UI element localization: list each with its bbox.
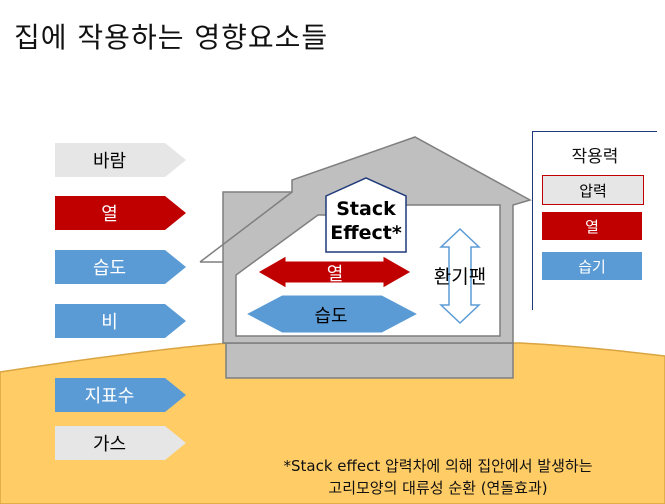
stack-effect-label: Stack Effect* bbox=[326, 197, 406, 245]
factor-label: 지표수 bbox=[84, 386, 135, 407]
factor-label: 바람 bbox=[92, 151, 127, 172]
factor-arrow: 바람 bbox=[55, 143, 186, 177]
factor-arrow: 가스 bbox=[55, 426, 186, 460]
legend-item-label: 습기 bbox=[578, 257, 606, 276]
legend-title: 작용력 bbox=[571, 147, 619, 167]
legend-item: 열 bbox=[542, 212, 642, 240]
house-foundation bbox=[225, 342, 514, 379]
legend-item: 압력 bbox=[542, 175, 644, 205]
legend-item: 습기 bbox=[542, 252, 642, 280]
stack-effect-line2: Effect* bbox=[330, 222, 402, 244]
footnote-line2: 고리모양의 대류성 순환 (연돌효과) bbox=[328, 479, 548, 497]
factor-arrow: 습도 bbox=[55, 250, 186, 284]
humidity-arrow bbox=[244, 294, 420, 334]
footnote: *Stack effect 압력차에 의해 집안에서 발생하는 고리모양의 대류… bbox=[228, 455, 648, 499]
factor-arrow: 비 bbox=[55, 304, 186, 338]
stack-effect-shape bbox=[325, 177, 407, 253]
roof-eave bbox=[199, 191, 293, 263]
fan-arrow bbox=[439, 227, 481, 325]
heat-label: 열 bbox=[326, 264, 344, 285]
heat-arrow bbox=[256, 255, 413, 289]
factor-label: 가스 bbox=[92, 434, 127, 455]
legend-item-label: 열 bbox=[585, 217, 599, 236]
factor-arrow: 지표수 bbox=[55, 378, 186, 412]
factor-label: 열 bbox=[101, 204, 118, 225]
footnote-line1: *Stack effect 압력차에 의해 집안에서 발생하는 bbox=[283, 457, 593, 475]
fan-label: 환기팬 bbox=[433, 266, 487, 288]
legend-item-label: 압력 bbox=[579, 181, 607, 200]
factor-label: 습도 bbox=[92, 258, 127, 279]
factor-arrow: 열 bbox=[55, 196, 186, 230]
factor-label: 비 bbox=[101, 312, 118, 333]
page-title: 집에 작용하는 영향요소들 bbox=[14, 21, 329, 54]
humidity-label: 습도 bbox=[314, 306, 348, 327]
stack-effect-line1: Stack bbox=[336, 198, 396, 220]
